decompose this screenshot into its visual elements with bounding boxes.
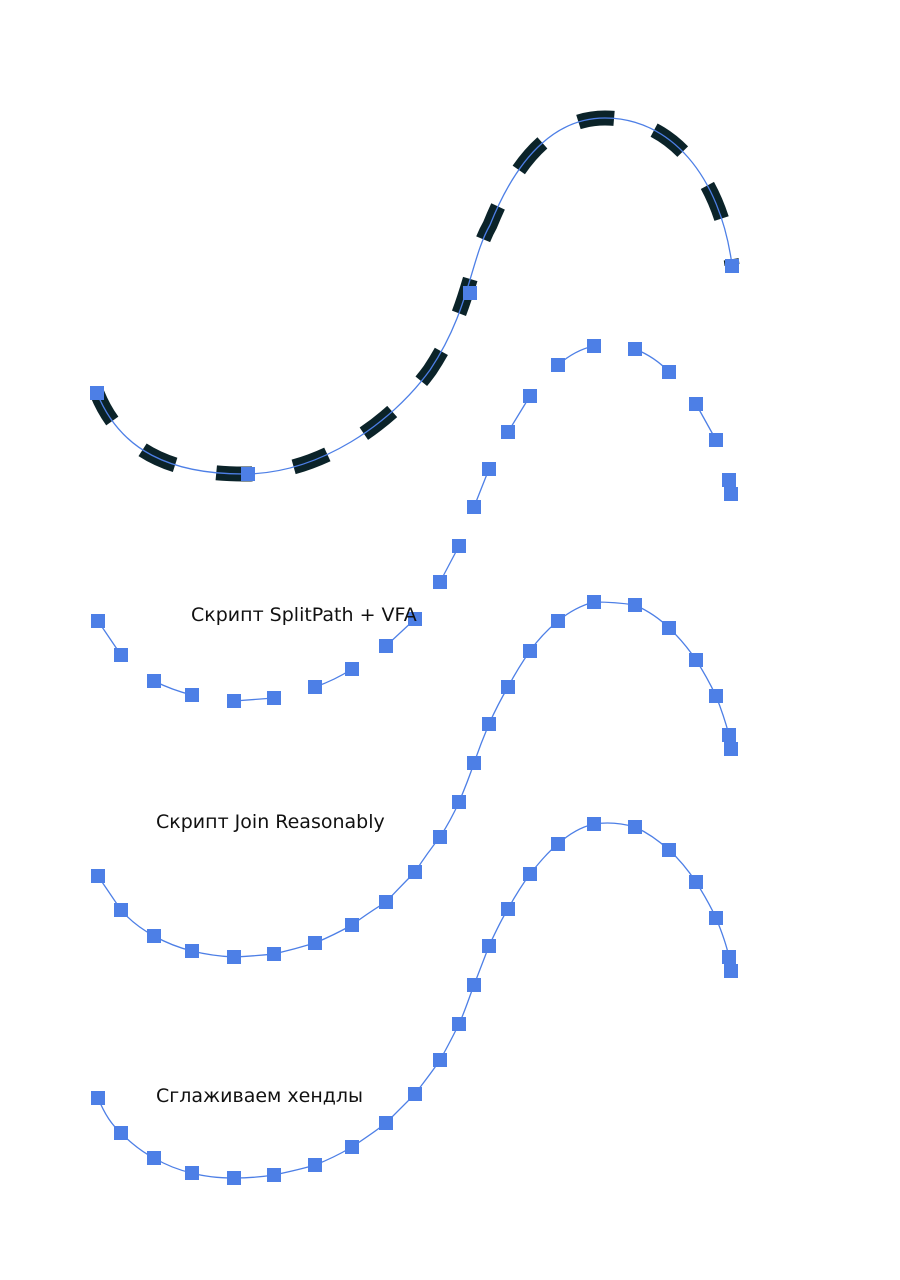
anchor-point[interactable]	[114, 1126, 128, 1140]
anchor-point[interactable]	[91, 869, 105, 883]
anchor-point[interactable]	[308, 1158, 322, 1172]
anchor-point[interactable]	[689, 875, 703, 889]
anchor-point[interactable]	[227, 950, 241, 964]
anchor-point[interactable]	[628, 598, 642, 612]
anchor-point[interactable]	[709, 911, 723, 925]
anchor-point[interactable]	[379, 1116, 393, 1130]
anchor-point[interactable]	[408, 1087, 422, 1101]
anchor-point[interactable]	[452, 1017, 466, 1031]
caption-join: Скрипт Join Reasonably	[156, 811, 385, 833]
anchor-point[interactable]	[147, 674, 161, 688]
anchor-point[interactable]	[227, 1171, 241, 1185]
anchor-point[interactable]	[467, 978, 481, 992]
anchor-point[interactable]	[587, 339, 601, 353]
anchor-point[interactable]	[452, 539, 466, 553]
anchor-point[interactable]	[91, 614, 105, 628]
anchor-point[interactable]	[114, 903, 128, 917]
anchor-point[interactable]	[467, 756, 481, 770]
anchor-point[interactable]	[433, 575, 447, 589]
anchor-point[interactable]	[689, 653, 703, 667]
anchor-point[interactable]	[523, 644, 537, 658]
anchor-point[interactable]	[267, 1168, 281, 1182]
split-curve	[91, 339, 738, 708]
smoothed-anchors	[91, 817, 738, 1185]
anchor-point[interactable]	[709, 689, 723, 703]
anchor-point[interactable]	[267, 947, 281, 961]
anchor-point[interactable]	[408, 612, 422, 626]
dashed-curve	[90, 110, 740, 482]
joined-curve-path	[97, 601, 732, 958]
anchor-point[interactable]	[185, 688, 199, 702]
caption-smooth: Сглаживаем хендлы	[156, 1085, 363, 1107]
joined-curve	[91, 595, 738, 964]
anchor-point[interactable]	[463, 286, 477, 300]
anchor-point[interactable]	[433, 1053, 447, 1067]
anchor-point[interactable]	[709, 433, 723, 447]
anchor-point[interactable]	[308, 936, 322, 950]
split-anchors	[91, 339, 738, 708]
anchor-point[interactable]	[227, 694, 241, 708]
anchor-point[interactable]	[722, 473, 736, 487]
anchor-point[interactable]	[345, 662, 359, 676]
anchor-point[interactable]	[587, 817, 601, 831]
anchor-point[interactable]	[587, 595, 601, 609]
anchor-point[interactable]	[724, 964, 738, 978]
anchor-point[interactable]	[482, 717, 496, 731]
anchor-point[interactable]	[722, 950, 736, 964]
anchor-point[interactable]	[433, 830, 447, 844]
anchor-point[interactable]	[628, 342, 642, 356]
anchor-point[interactable]	[267, 691, 281, 705]
anchor-point[interactable]	[91, 1091, 105, 1105]
anchor-point[interactable]	[114, 648, 128, 662]
anchor-point[interactable]	[185, 1166, 199, 1180]
anchor-point[interactable]	[501, 425, 515, 439]
anchor-point[interactable]	[467, 500, 481, 514]
caption-splitpath: Скрипт SplitPath + VFA	[191, 604, 417, 626]
anchor-point[interactable]	[147, 1151, 161, 1165]
anchor-point[interactable]	[308, 680, 322, 694]
anchor-point[interactable]	[724, 487, 738, 501]
anchor-point[interactable]	[551, 358, 565, 372]
anchor-point[interactable]	[689, 397, 703, 411]
anchor-point[interactable]	[551, 837, 565, 851]
anchor-point[interactable]	[523, 389, 537, 403]
anchor-point[interactable]	[501, 680, 515, 694]
anchor-point[interactable]	[722, 728, 736, 742]
anchor-point[interactable]	[662, 621, 676, 635]
anchor-point[interactable]	[628, 820, 642, 834]
anchor-point[interactable]	[379, 639, 393, 653]
anchor-point[interactable]	[345, 1140, 359, 1154]
dash-stroke	[90, 110, 740, 482]
dashed-curve-path	[96, 117, 733, 475]
anchor-point[interactable]	[379, 895, 393, 909]
anchor-point[interactable]	[408, 865, 422, 879]
anchor-point[interactable]	[452, 795, 466, 809]
anchor-point[interactable]	[147, 929, 161, 943]
anchor-point[interactable]	[551, 614, 565, 628]
anchor-point[interactable]	[662, 843, 676, 857]
anchor-point[interactable]	[90, 386, 104, 400]
anchor-point[interactable]	[725, 259, 739, 273]
anchor-point[interactable]	[345, 918, 359, 932]
anchor-point[interactable]	[724, 742, 738, 756]
anchor-point[interactable]	[523, 867, 537, 881]
anchor-point[interactable]	[185, 944, 199, 958]
anchor-point[interactable]	[662, 365, 676, 379]
joined-anchors	[91, 595, 738, 964]
anchor-point[interactable]	[482, 939, 496, 953]
smoothed-curve	[91, 817, 738, 1185]
anchor-point[interactable]	[241, 467, 255, 481]
anchor-point[interactable]	[482, 462, 496, 476]
anchor-point[interactable]	[501, 902, 515, 916]
